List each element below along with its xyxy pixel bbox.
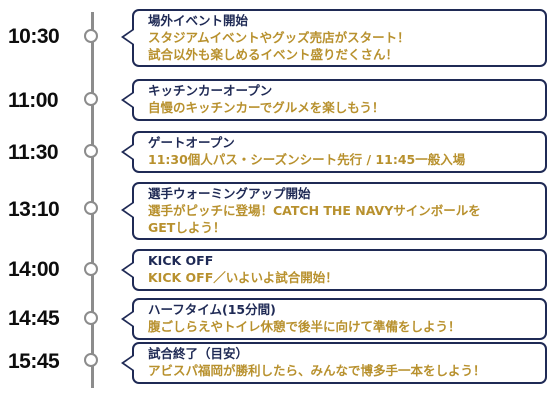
event-description-line: 自慢のキッチンカーでグルメを楽しもう！ [148, 100, 385, 115]
timeline-line [91, 12, 94, 388]
event-title: 場外イベント開始 [148, 13, 249, 28]
timeline-dot-icon [84, 311, 98, 325]
event-title: ゲートオープン [148, 135, 235, 150]
event-card: ゲートオープン 11:30個人パス・シーズンシート先行 / 11:45一般入場 [121, 131, 547, 173]
event-description-line: 選手がピッチに登場！CATCH THE NAVYサインボールを [148, 203, 481, 218]
event-time: 14:00 [8, 258, 60, 281]
event-description-line: スタジアムイベントやグッズ売店がスタート！ [148, 30, 410, 45]
card-pointer-icon [121, 91, 134, 109]
event-description-line: アビスパ福岡が勝利したら、みんなで博多手一本をしよう！ [148, 363, 486, 378]
card-pointer-icon [121, 201, 134, 219]
card-pointer-icon [121, 143, 134, 161]
timeline-dot-icon [84, 144, 98, 158]
event-time: 11:00 [8, 89, 59, 112]
event-time: 10:30 [8, 25, 60, 48]
event-card: ハーフタイム(15分間) 腹ごしらえやトイレ休憩で後半に向けて準備をしよう！ [121, 298, 547, 340]
event-time: 11:30 [8, 141, 59, 164]
card-pointer-icon [121, 310, 134, 328]
timeline-dot-icon [84, 29, 98, 43]
event-card: KICK OFF KICK OFF／いよいよ試合開始！ [121, 249, 547, 291]
event-description-line: 11:30個人パス・シーズンシート先行 / 11:45一般入場 [148, 152, 466, 167]
event-card: 場外イベント開始 スタジアムイベントやグッズ売店がスタート！ 試合以外も楽しめる… [121, 9, 547, 67]
event-time: 15:45 [8, 350, 60, 373]
event-description-line: KICK OFF／いよいよ試合開始！ [148, 270, 338, 285]
event-time: 13:10 [8, 198, 60, 221]
timeline-dot-icon [84, 92, 98, 106]
card-pointer-icon [121, 261, 134, 279]
event-title: ハーフタイム(15分間) [148, 302, 276, 317]
event-time: 14:45 [8, 307, 60, 330]
event-card: キッチンカーオープン 自慢のキッチンカーでグルメを楽しもう！ [121, 79, 547, 121]
event-title: 選手ウォーミングアップ開始 [148, 186, 311, 201]
timeline-dot-icon [84, 201, 98, 215]
event-description-line: GETしよう！ [148, 220, 226, 235]
timeline-dot-icon [84, 353, 98, 367]
event-title: キッチンカーオープン [148, 83, 273, 98]
event-card: 試合終了（目安） アビスパ福岡が勝利したら、みんなで博多手一本をしよう！ [121, 342, 547, 384]
event-description-line: 試合以外も楽しめるイベント盛りだくさん！ [148, 47, 399, 62]
card-pointer-icon [121, 28, 134, 46]
event-description-line: 腹ごしらえやトイレ休憩で後半に向けて準備をしよう！ [148, 319, 461, 334]
event-card: 選手ウォーミングアップ開始 選手がピッチに登場！CATCH THE NAVYサイ… [121, 182, 547, 240]
event-title: KICK OFF [148, 253, 214, 268]
timeline-dot-icon [84, 262, 98, 276]
card-pointer-icon [121, 354, 134, 372]
event-title: 試合終了（目安） [148, 346, 249, 361]
